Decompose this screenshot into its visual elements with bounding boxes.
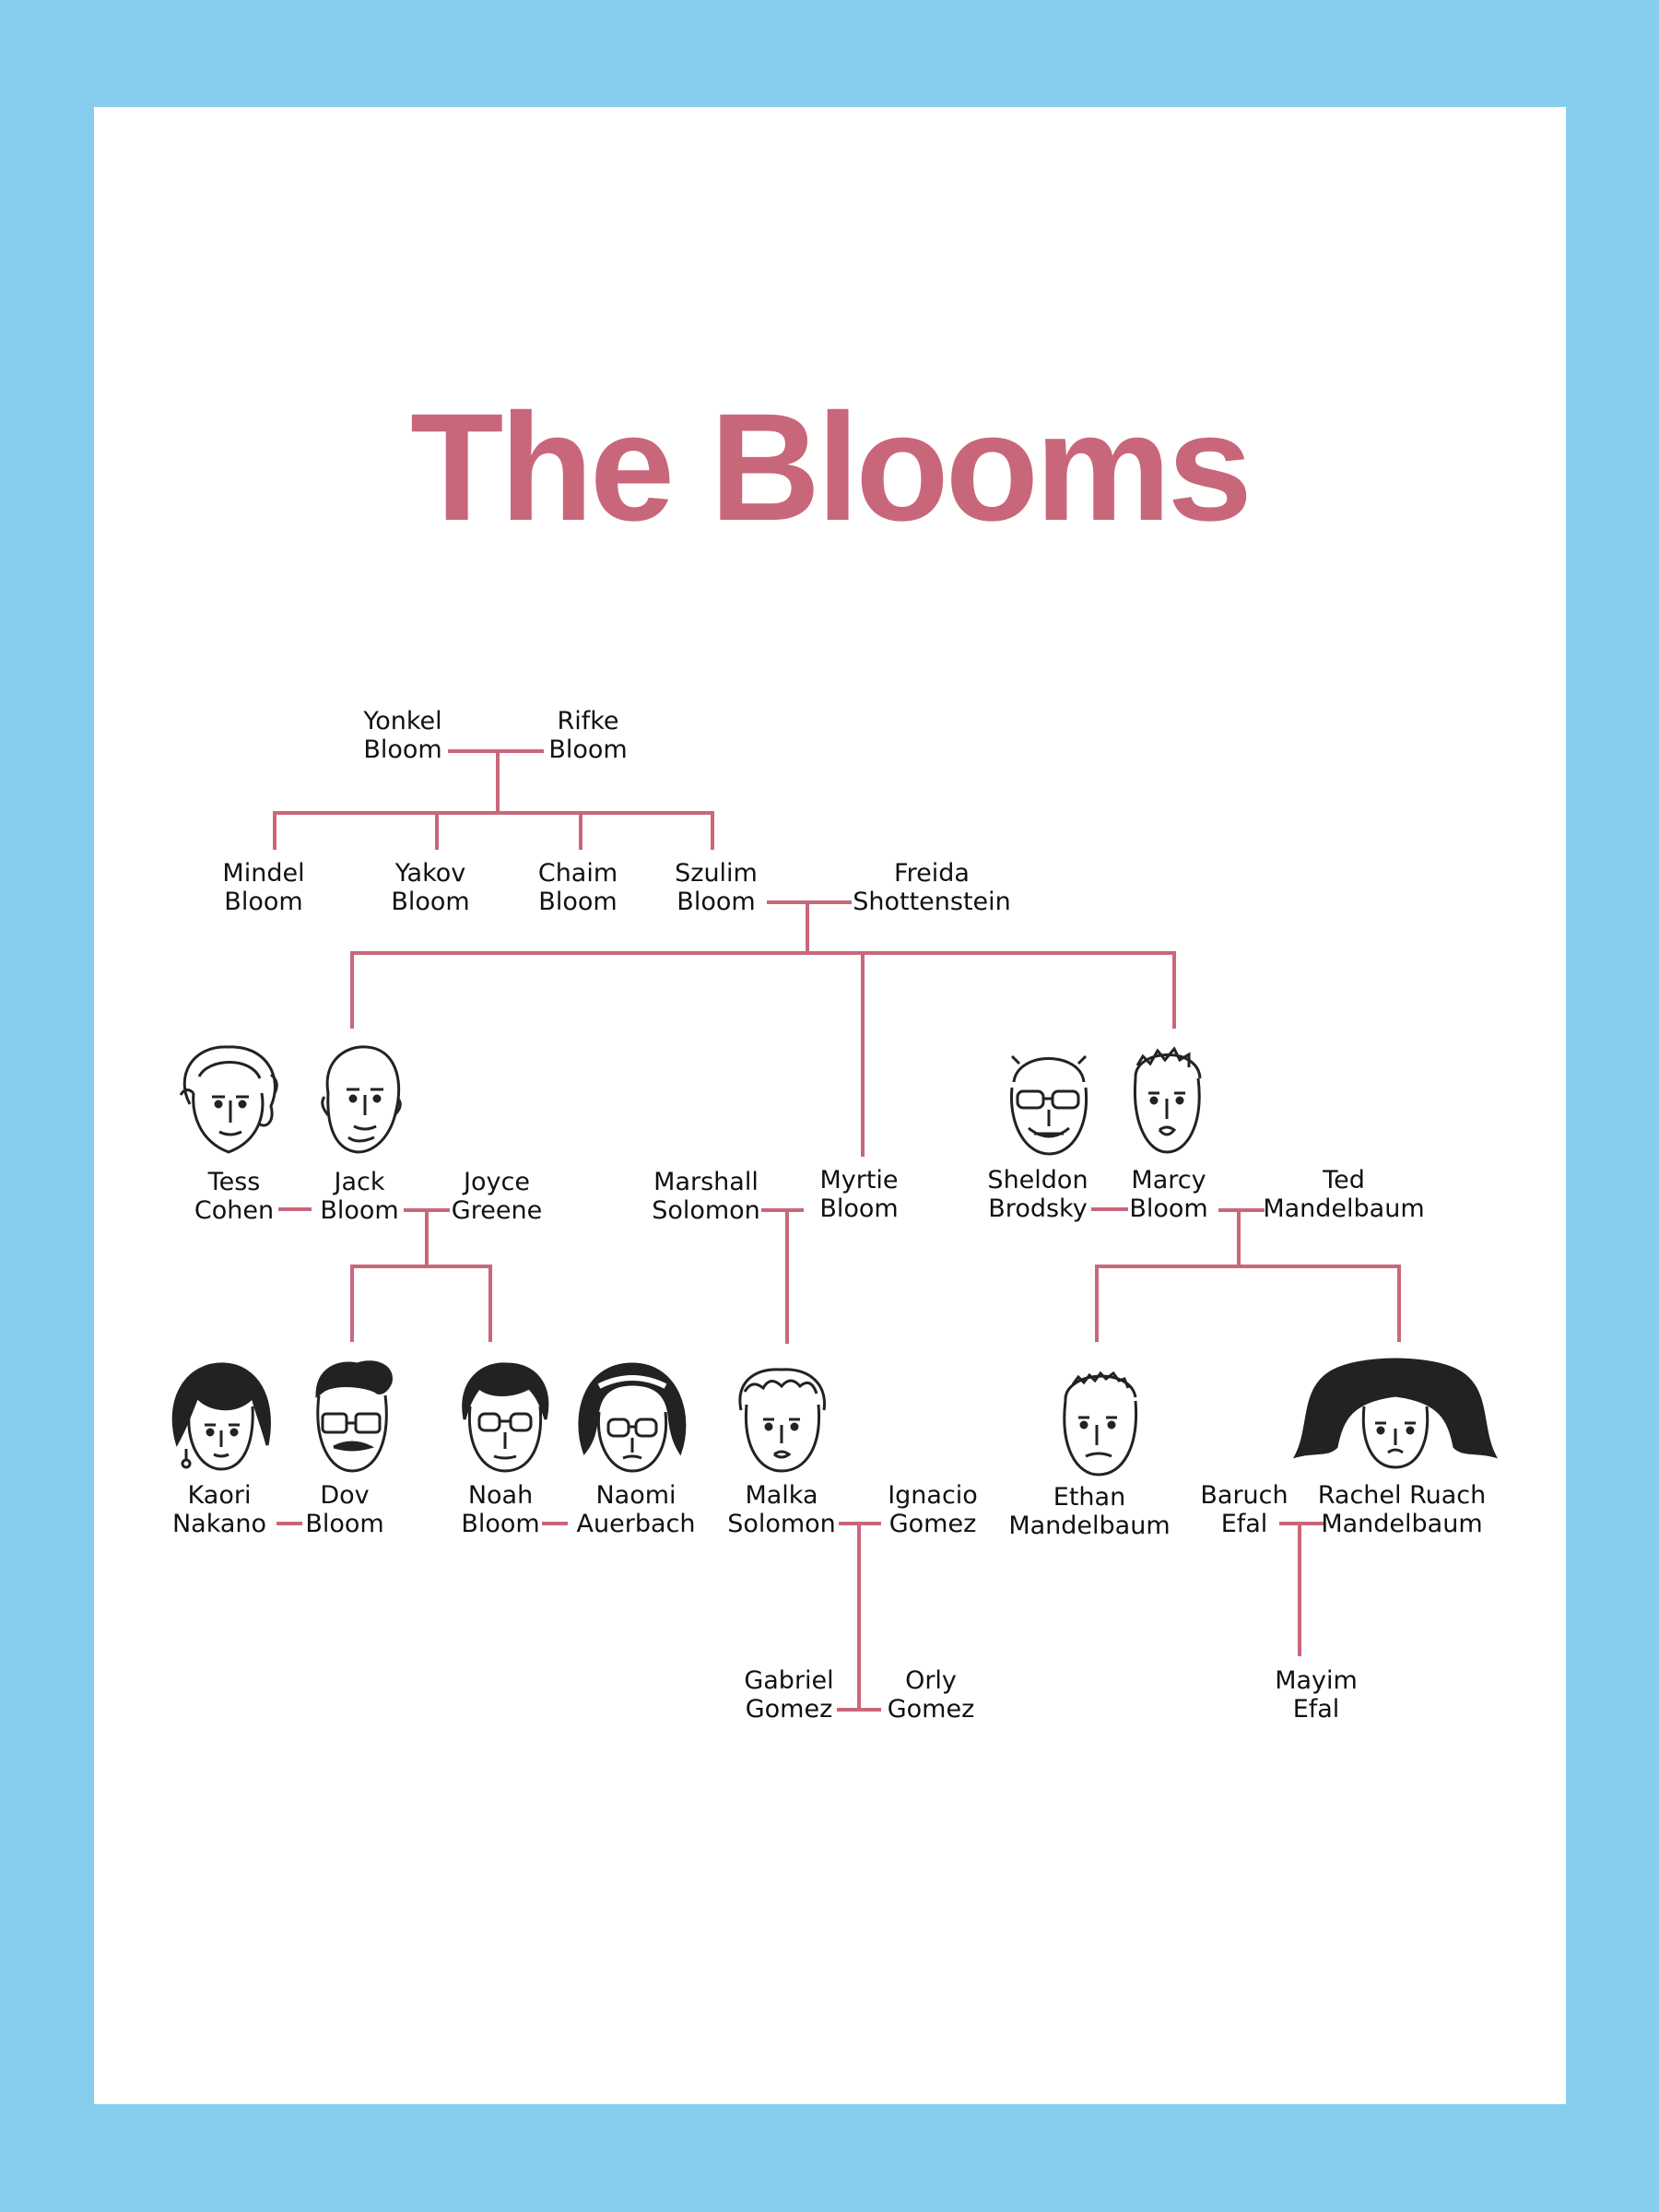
person-malka-solomon: Malka Solomon: [727, 1481, 836, 1538]
last-name: Greene: [451, 1196, 543, 1225]
last-name: Solomon: [727, 1510, 836, 1538]
first-name: Jack: [334, 1168, 385, 1196]
portrait-jack-icon: [321, 1045, 402, 1154]
last-name: Gomez: [887, 1695, 975, 1724]
last-name: Gomez: [745, 1695, 833, 1724]
first-name: Yonkel: [363, 707, 442, 735]
portrait-tess-icon: [179, 1045, 278, 1154]
last-name: Mandelbaum: [1263, 1194, 1425, 1223]
person-ethan-mandelbaum: Ethan Mandelbaum: [1008, 1483, 1170, 1540]
person-mayim-efal: Mayim Efal: [1275, 1666, 1358, 1724]
person-yonkel-bloom: Yonkel Bloom: [363, 707, 441, 764]
person-marcy-bloom: Marcy Bloom: [1129, 1166, 1207, 1223]
portrait-dov-icon: [315, 1360, 393, 1473]
first-name: Szulim: [675, 859, 758, 888]
last-name: Cohen: [194, 1196, 275, 1225]
person-naomi-auerbach: Naomi Auerbach: [577, 1481, 696, 1538]
first-name: Myrtie: [819, 1166, 899, 1194]
first-name: Ted: [1323, 1166, 1365, 1194]
last-name: Gomez: [888, 1510, 977, 1538]
last-name: Solomon: [652, 1196, 760, 1225]
person-rifke-bloom: Rifke Bloom: [548, 707, 627, 764]
last-name: Bloom: [320, 1196, 399, 1225]
portrait-noah-icon: [462, 1362, 549, 1473]
first-name: Yakov: [394, 859, 466, 888]
last-name: Bloom: [305, 1510, 384, 1538]
last-name: Bloom: [677, 888, 756, 916]
last-name: Efal: [1220, 1510, 1268, 1538]
first-name: Kaori: [187, 1481, 252, 1510]
portrait-sheldon-icon: [1009, 1054, 1088, 1156]
first-name: Naomi: [595, 1481, 677, 1510]
portrait-naomi-icon: [578, 1362, 687, 1473]
portrait-kaori-icon: [171, 1362, 271, 1471]
person-noah-bloom: Noah Bloom: [461, 1481, 539, 1538]
last-name: Efal: [1292, 1695, 1340, 1724]
portrait-malka-icon: [738, 1368, 826, 1473]
last-name: Bloom: [461, 1510, 540, 1538]
first-name: Mayim: [1275, 1666, 1358, 1695]
person-tess-cohen: Tess Cohen: [194, 1168, 274, 1225]
last-name: Bloom: [363, 735, 442, 764]
last-name: Bloom: [224, 888, 303, 916]
portrait-marcy-icon: [1133, 1046, 1202, 1154]
first-name: Freida: [894, 859, 970, 888]
first-name: Baruch: [1200, 1481, 1288, 1510]
person-baruch-efal: Baruch Efal: [1200, 1481, 1288, 1538]
person-myrtie-bloom: Myrtie Bloom: [819, 1166, 898, 1223]
last-name: Bloom: [1129, 1194, 1208, 1223]
person-jack-bloom: Jack Bloom: [320, 1168, 398, 1225]
person-ted-mandelbaum: Ted Mandelbaum: [1263, 1166, 1424, 1223]
last-name: Auerbach: [576, 1510, 696, 1538]
first-name: Orly: [905, 1666, 957, 1695]
person-freida-shottenstein: Freida Shottenstein: [853, 859, 1011, 916]
first-name: Tess: [207, 1168, 261, 1196]
person-mindel-bloom: Mindel Bloom: [222, 859, 304, 916]
first-name: Ethan: [1053, 1483, 1126, 1512]
first-name: Marcy: [1131, 1166, 1206, 1194]
first-name: Mindel: [222, 859, 305, 888]
first-name: Dov: [320, 1481, 370, 1510]
person-ignacio-gomez: Ignacio Gomez: [888, 1481, 978, 1538]
last-name: Bloom: [538, 888, 618, 916]
first-name: Ignacio: [888, 1481, 978, 1510]
person-joyce-greene: Joyce Greene: [452, 1168, 542, 1225]
first-name: Rifke: [557, 707, 619, 735]
person-gabriel-gomez: Gabriel Gomez: [744, 1666, 833, 1724]
person-chaim-bloom: Chaim Bloom: [538, 859, 618, 916]
first-name: Sheldon: [987, 1166, 1088, 1194]
first-name: Noah: [467, 1481, 534, 1510]
first-name: Chaim: [537, 859, 618, 888]
person-orly-gomez: Orly Gomez: [888, 1666, 975, 1724]
first-name: Joyce: [464, 1168, 530, 1196]
last-name: Bloom: [391, 888, 470, 916]
last-name: Mandelbaum: [1321, 1510, 1483, 1538]
portrait-ethan-icon: [1063, 1371, 1138, 1477]
page-title: The Blooms: [410, 382, 1253, 553]
person-rachel-ruach-mandelbaum: Rachel Ruach Mandelbaum: [1318, 1481, 1487, 1538]
first-name: Rachel Ruach: [1317, 1481, 1487, 1510]
first-name: Marshall: [653, 1168, 759, 1196]
portrait-rachel-icon: [1292, 1358, 1499, 1469]
poster-sheet: [94, 107, 1566, 2104]
first-name: Gabriel: [744, 1666, 834, 1695]
last-name: Shottenstein: [853, 888, 1011, 916]
person-yakov-bloom: Yakov Bloom: [391, 859, 469, 916]
last-name: Brodsky: [988, 1194, 1088, 1223]
last-name: Bloom: [819, 1194, 899, 1223]
last-name: Mandelbaum: [1008, 1512, 1171, 1540]
person-szulim-bloom: Szulim Bloom: [675, 859, 758, 916]
first-name: Malka: [745, 1481, 818, 1510]
person-dov-bloom: Dov Bloom: [305, 1481, 383, 1538]
person-kaori-nakano: Kaori Nakano: [172, 1481, 266, 1538]
last-name: Bloom: [548, 735, 628, 764]
person-marshall-solomon: Marshall Solomon: [652, 1168, 760, 1225]
person-sheldon-brodsky: Sheldon Brodsky: [987, 1166, 1088, 1223]
last-name: Nakano: [171, 1510, 267, 1538]
